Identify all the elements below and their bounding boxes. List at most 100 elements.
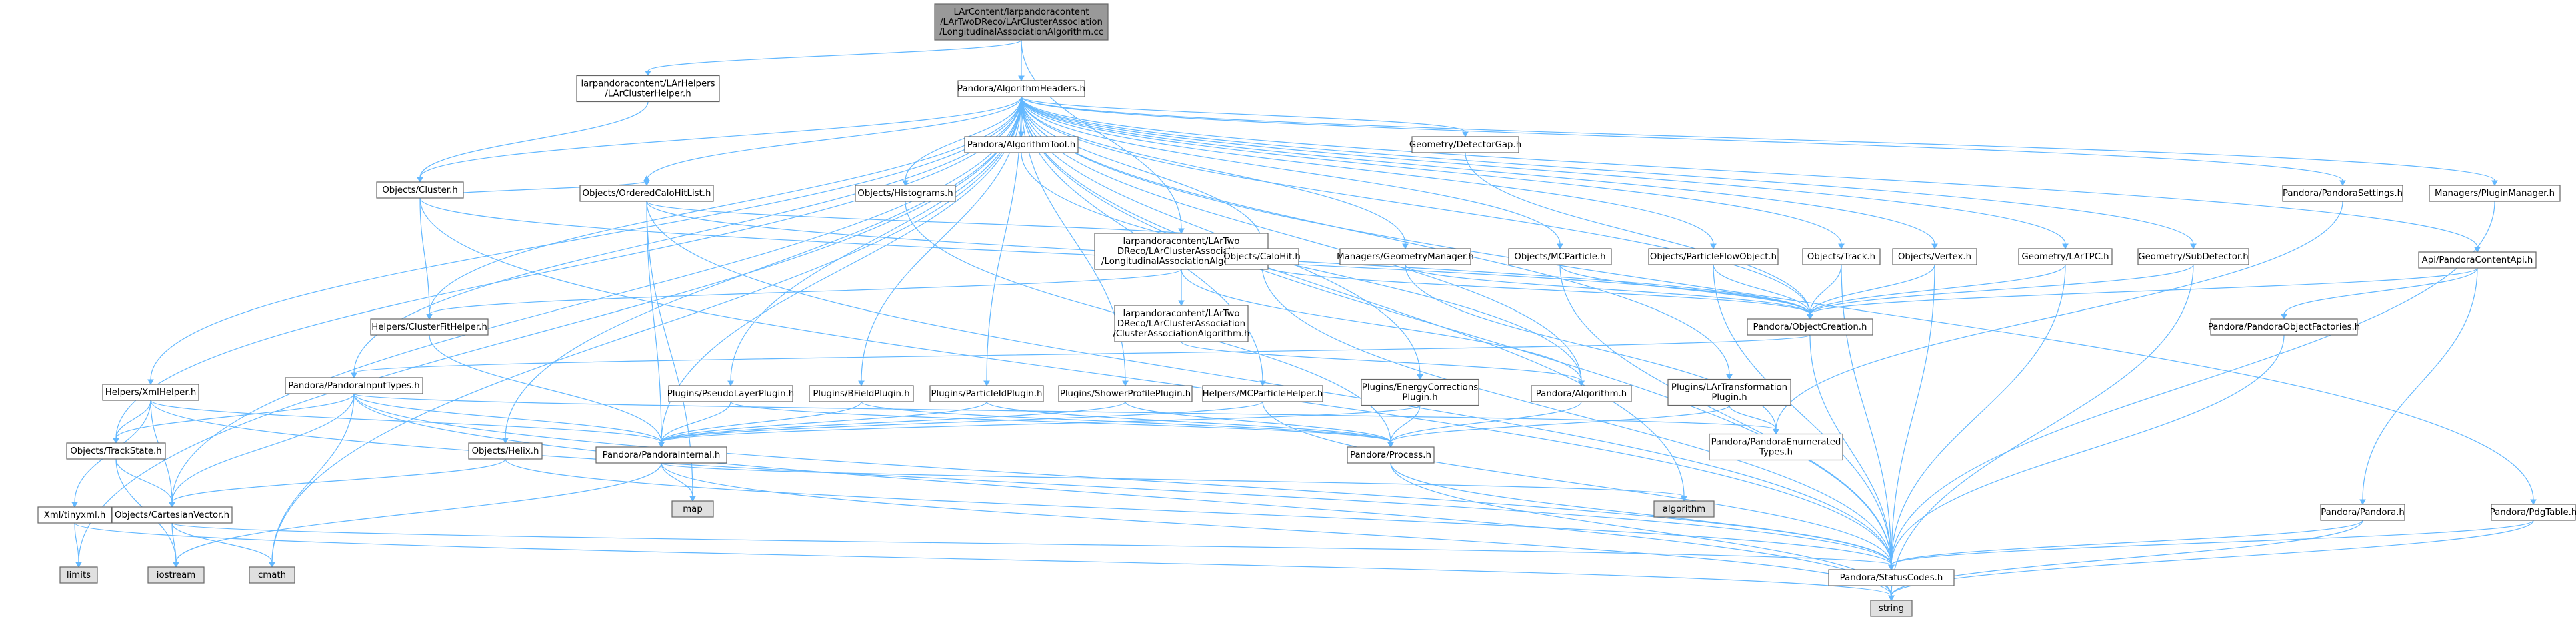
edge-arrowhead <box>351 372 357 379</box>
edge-arrowhead <box>1018 131 1025 138</box>
edge-line <box>1181 269 1582 382</box>
node-iostream[interactable]: iostream <box>147 566 205 584</box>
node-cluster[interactable]: Objects/Cluster.h <box>376 181 464 199</box>
node-status[interactable]: Pandora/StatusCodes.h <box>1828 569 1955 586</box>
node-box <box>1892 248 1977 265</box>
node-track[interactable]: Objects/Track.h <box>1802 248 1881 265</box>
edge-mcph-to-status <box>1262 401 1895 571</box>
edge-arrowhead <box>2339 180 2346 187</box>
edge-ah-to-algorithm <box>1021 96 1687 502</box>
node-atool[interactable]: Pandora/AlgorithmTool.h <box>964 136 1079 153</box>
node-pfo[interactable]: Objects/ParticleFlowObject.h <box>1648 248 1779 265</box>
edge-line <box>171 522 1892 566</box>
node-label: /LArClusterHelper.h <box>605 89 691 99</box>
edge-line <box>353 393 1777 430</box>
node-objcreate[interactable]: Pandora/ObjectCreation.h <box>1747 318 1873 336</box>
edge-root-to-lch <box>645 39 1022 77</box>
edge-line <box>1809 264 2194 315</box>
node-tinyxml[interactable]: Xml/tinyxml.h <box>37 506 112 524</box>
edge-line <box>661 401 1263 443</box>
edge-line <box>171 522 177 563</box>
node-box <box>1667 378 1791 406</box>
node-cartvec[interactable]: Objects/CartesianVector.h <box>111 506 233 524</box>
node-label: Geometry/SubDetector.h <box>2138 252 2248 262</box>
node-map[interactable]: map <box>671 500 714 518</box>
edge-line <box>429 269 1182 315</box>
node-cmath[interactable]: cmath <box>249 566 295 584</box>
edge-line <box>1891 520 2363 566</box>
node-label: limits <box>67 570 91 580</box>
edge-status-to-string <box>1888 586 1895 602</box>
edge-line <box>1390 462 1892 566</box>
node-label: Pandora/Process.h <box>1350 450 1431 460</box>
node-plugmgr[interactable]: Managers/PluginManager.h <box>2429 185 2561 202</box>
edge-line <box>171 522 273 563</box>
node-mcp[interactable]: Objects/MCParticle.h <box>1508 248 1612 265</box>
edge-xmlh-to-pinternal <box>150 400 665 448</box>
node-subdet[interactable]: Geometry/SubDetector.h <box>2137 248 2249 265</box>
node-pdg[interactable]: Pandora/PdgTable.h <box>2490 504 2576 521</box>
node-label: Geometry/DetectorGap.h <box>1409 140 1521 150</box>
node-detgap[interactable]: Geometry/DetectorGap.h <box>1409 136 1521 153</box>
edge-arrowhead <box>1888 564 1895 571</box>
edge-line <box>1809 267 2478 315</box>
edge-arrowhead <box>858 380 865 387</box>
node-objfact[interactable]: Pandora/PandoraObjectFactories.h <box>2208 318 2360 336</box>
edge-line <box>1390 405 1421 443</box>
node-vertex[interactable]: Objects/Vertex.h <box>1892 248 1977 265</box>
node-mcph[interactable]: Helpers/MCParticleHelper.h <box>1202 385 1323 402</box>
edge-arrowhead <box>1178 300 1185 307</box>
node-limits[interactable]: limits <box>59 566 98 584</box>
edge-line <box>171 458 506 503</box>
node-capi[interactable]: Api/PandoraContentApi.h <box>2418 251 2537 269</box>
node-pidp[interactable]: Plugins/ParticleIdPlugin.h <box>929 385 1044 402</box>
node-caloh[interactable]: Objects/CaloHit.h <box>1223 248 1301 265</box>
node-label: Pandora/PandoraInputTypes.h <box>288 381 419 391</box>
edge-line <box>1809 334 1892 566</box>
node-helix[interactable]: Objects/Helix.h <box>468 442 543 460</box>
node-ochl[interactable]: Objects/OrderedCaloHitList.h <box>579 185 714 202</box>
node-label: Managers/GeometryManager.h <box>1337 252 1474 262</box>
node-pseudo[interactable]: Plugins/PseudoLayerPlugin.h <box>667 385 794 402</box>
node-shower[interactable]: Plugins/ShowerProfilePlugin.h <box>1058 385 1193 402</box>
node-pandora[interactable]: Pandora/Pandora.h <box>2320 504 2405 521</box>
node-box <box>2282 185 2403 202</box>
node-label: Pandora/PandoraInternal.h <box>603 450 721 460</box>
edge-line <box>1021 96 2343 181</box>
node-string[interactable]: string <box>1870 600 1913 617</box>
edge-line <box>1465 152 1811 315</box>
node-hist[interactable]: Objects/Histograms.h <box>855 185 956 202</box>
node-box <box>579 185 714 202</box>
edge-ah-to-vertex <box>1021 96 1938 250</box>
node-cfh[interactable]: Helpers/ClusterFitHelper.h <box>370 318 489 336</box>
node-cah[interactable]: larpandoracontent/LArTwoDReco/LArCluster… <box>1113 305 1250 342</box>
edge-lartrans-to-penum <box>1729 405 1779 435</box>
node-pit[interactable]: Pandora/PandoraInputTypes.h <box>285 377 423 394</box>
edge-line <box>646 96 1022 181</box>
node-lch[interactable]: larpandoracontent/LArHelpers/LArClusterH… <box>576 75 720 103</box>
edge-process-to-string <box>1390 462 1895 602</box>
node-pinternal[interactable]: Pandora/PandoraInternal.h <box>595 446 727 464</box>
edge-arrowhead <box>269 562 275 568</box>
edge-line <box>661 462 1685 497</box>
node-palg[interactable]: Pandora/Algorithm.h <box>1531 385 1632 402</box>
edge-line <box>1021 96 2066 245</box>
node-algorithm[interactable]: algorithm <box>1653 500 1715 518</box>
node-geomgr[interactable]: Managers/GeometryManager.h <box>1337 248 1474 265</box>
node-settings[interactable]: Pandora/PandoraSettings.h <box>2282 185 2403 202</box>
node-box <box>1114 305 1249 342</box>
node-lartpc[interactable]: Geometry/LArTPC.h <box>2018 248 2113 265</box>
node-label: Pandora/StatusCodes.h <box>1840 573 1943 583</box>
node-process[interactable]: Pandora/Process.h <box>1347 446 1435 464</box>
node-xmlh[interactable]: Helpers/XmlHelper.h <box>102 384 199 401</box>
edge-line <box>1262 401 1892 566</box>
node-tstate[interactable]: Objects/TrackState.h <box>66 442 166 460</box>
node-bfield[interactable]: Plugins/BFieldPlugin.h <box>809 385 914 402</box>
node-ah[interactable]: Pandora/AlgorithmHeaders.h <box>957 80 1085 97</box>
node-box <box>1648 248 1779 265</box>
node-box <box>370 318 489 336</box>
node-label: Plugins/LArTransformation <box>1671 383 1787 393</box>
